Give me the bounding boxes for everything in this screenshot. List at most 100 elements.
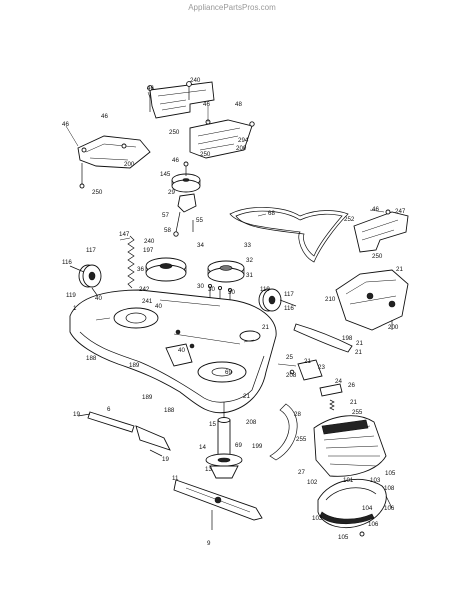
part-callout: 208 [246, 419, 257, 426]
watermark-text: AppliancePartsPros.com [188, 3, 276, 12]
part-callout: 105 [338, 534, 349, 541]
part-callout: 208 [286, 372, 297, 379]
right-shield-210 [335, 269, 409, 331]
left-braces [77, 411, 171, 457]
part-callout: 13 [205, 466, 212, 473]
discharge-chute-27 [313, 415, 387, 477]
part-callout: 48 [235, 101, 242, 108]
center-shield-294 [189, 119, 255, 159]
part-callout: 250 [200, 151, 211, 158]
right-gauge-wheel-117 [258, 288, 297, 312]
part-callout: 21 [262, 324, 269, 331]
part-callout: 104 [362, 505, 373, 512]
part-callout: 24 [335, 378, 342, 385]
part-callout: 119 [66, 292, 76, 299]
part-callout: 21 [396, 266, 403, 273]
part-callout: 25 [286, 354, 293, 361]
part-callout: 197 [143, 247, 154, 254]
part-callout: 55 [196, 217, 203, 224]
part-callout: 117 [284, 291, 294, 298]
part-callout: 46 [101, 113, 108, 120]
part-callout: 198 [342, 335, 353, 342]
part-callout: 23 [318, 364, 325, 371]
left-gauge-wheel-117 [69, 264, 103, 303]
part-callout: 103 [312, 515, 323, 522]
part-callout: 9 [207, 540, 211, 547]
part-callout: 19 [73, 411, 80, 418]
part-callout: 1 [73, 305, 77, 312]
drive-belt-68 [229, 207, 349, 263]
part-callout: 250 [169, 129, 180, 136]
part-callout: 294 [238, 137, 249, 144]
spindle-assembly-14 [205, 402, 243, 479]
part-callout: 242 [139, 286, 150, 293]
part-callout: 240 [190, 77, 201, 84]
part-callout: 40 [178, 347, 185, 354]
part-callout: 247 [395, 208, 406, 215]
part-callout: 30 [228, 289, 235, 296]
part-callout: 119 [260, 286, 270, 293]
part-callout-labels: 46 240 46 48 46 46 250 294 200 250 200 2… [62, 77, 406, 547]
part-callout: 46 [203, 101, 210, 108]
part-callout: 32 [246, 257, 253, 264]
part-callout: 40 [95, 295, 102, 302]
part-callout: 200 [388, 324, 399, 331]
blade-11 [173, 479, 263, 530]
part-callout: 30 [197, 283, 204, 290]
part-callout: 116 [284, 305, 294, 312]
part-callout: 189 [129, 362, 140, 369]
part-callout: 240 [144, 238, 155, 245]
part-callout: 29 [168, 189, 175, 196]
top-center-shield [147, 81, 215, 119]
arc-bracket-199 [269, 403, 298, 461]
part-callout: 36 [137, 266, 144, 273]
part-callout: 15 [209, 421, 216, 428]
mulch-cover-101 [317, 478, 393, 537]
part-callout: 46 [62, 121, 69, 128]
part-callout: 255 [352, 409, 363, 416]
part-callout: 189 [142, 394, 153, 401]
part-callout: 6 [107, 406, 111, 413]
part-callout: 21 [304, 358, 311, 365]
part-callout: 250 [92, 189, 103, 196]
part-callout: 117 [86, 247, 96, 254]
part-callout: 46 [147, 85, 154, 92]
part-callout: 21 [243, 393, 250, 400]
part-callout: 57 [162, 212, 169, 219]
baffle-198 [293, 323, 353, 353]
part-callout: 40 [155, 303, 162, 310]
part-callout: 188 [86, 355, 97, 362]
part-callout: 19 [162, 456, 169, 463]
mower-deck-housing-1 [69, 289, 277, 414]
part-callout: 252 [344, 216, 355, 223]
part-callout: 147 [119, 231, 130, 238]
part-callout: 21 [350, 399, 357, 406]
part-callout: 241 [142, 298, 153, 305]
part-callout: 116 [62, 259, 72, 266]
part-callout: 103 [370, 477, 381, 484]
part-callout: 21 [356, 340, 363, 347]
part-callout: 30 [208, 286, 215, 293]
part-callout: 102 [307, 479, 318, 486]
callout-leaders [65, 91, 385, 367]
part-callout: 106 [384, 505, 395, 512]
idler-pulley-145 [171, 161, 201, 213]
spring-147 [127, 235, 135, 289]
part-callout: 33 [244, 242, 251, 249]
part-callout: 11 [172, 475, 179, 482]
part-callout: 26 [348, 382, 355, 389]
part-callout: 199 [252, 443, 263, 450]
right-pulley-32 [207, 260, 245, 283]
part-callout: 31 [246, 272, 253, 279]
part-callout: 69 [235, 442, 242, 449]
deflector-brackets [289, 359, 343, 411]
part-callout: 14 [199, 444, 206, 451]
part-callout: 108 [384, 485, 395, 492]
part-callout: 46 [172, 157, 179, 164]
mounting-bolts [173, 211, 233, 308]
part-callout: 105 [385, 470, 396, 477]
part-callout: 27 [298, 469, 305, 476]
part-callout: 210 [325, 296, 336, 303]
center-pulley-197 [145, 257, 187, 282]
